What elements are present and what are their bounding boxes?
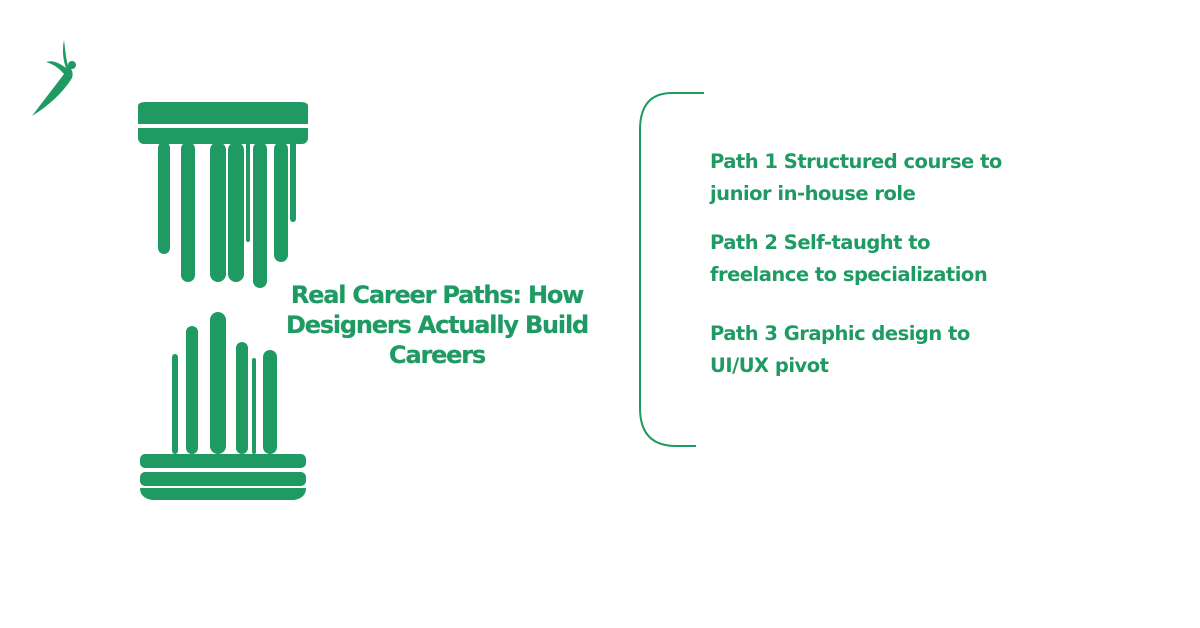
greek-pillar-icon bbox=[138, 102, 308, 500]
path-1-item: Path 1 Structured course to junior in-ho… bbox=[710, 150, 1002, 205]
page-title: Real Career Paths: How Designers Actuall… bbox=[286, 281, 589, 369]
leaping-figure-logo-icon bbox=[32, 40, 76, 116]
path-3-item: Path 3 Graphic design to UI/UX pivot bbox=[710, 322, 970, 377]
path-2-item: Path 2 Self-taught to freelance to speci… bbox=[710, 231, 988, 286]
left-brace-icon bbox=[639, 92, 704, 447]
